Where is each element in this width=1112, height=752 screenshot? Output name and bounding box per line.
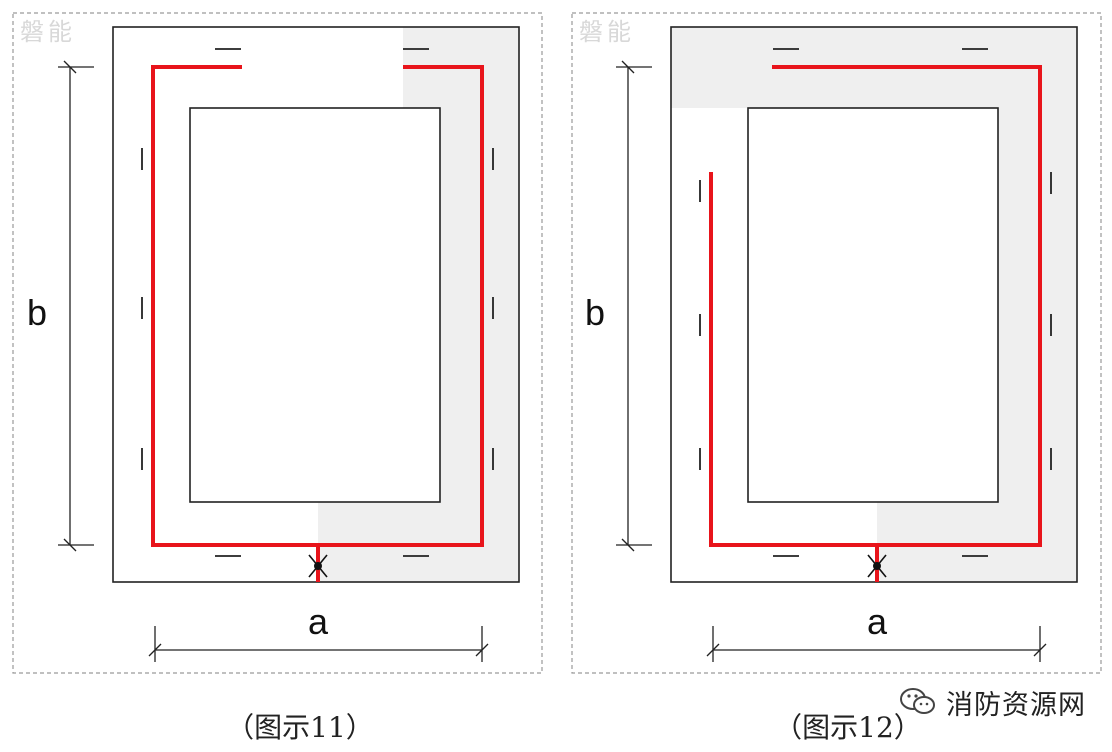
shaded-zone-bottom (318, 502, 519, 582)
dimension-b-label: b (27, 292, 47, 333)
figure-11-caption: （图示11） (226, 711, 374, 744)
dashed-frame (571, 12, 1102, 674)
dashed-frame (12, 12, 543, 674)
junction-cross-icon (308, 554, 328, 578)
outer-rectangle (670, 26, 1078, 583)
corner-logo-mark: 磐能 (20, 18, 76, 46)
figure-12-caption: （图示12） (774, 711, 922, 744)
watermark: 消防资源网 (898, 680, 1108, 724)
watermark-text: 消防资源网 (946, 689, 1086, 721)
shaded-zone-right (998, 27, 1077, 582)
tick-marks (699, 48, 1052, 557)
dimension-a (148, 626, 489, 662)
inner-rectangle (747, 107, 999, 503)
dimension-a (706, 626, 1047, 662)
dimension-b (616, 60, 652, 552)
red-loop-line (709, 65, 1042, 547)
figure-11: 磐能 (12, 12, 543, 674)
corner-logo-mark: 磐能 (579, 18, 635, 46)
tick-marks (141, 48, 494, 557)
junction-cross-icon (867, 554, 887, 578)
figure-12: 磐能 (571, 12, 1102, 674)
dimension-a-label: a (308, 601, 329, 642)
dimension-b-label: b (585, 292, 605, 333)
wechat-icon (900, 688, 935, 714)
dimension-b (58, 60, 94, 552)
shaded-zone-bottom (877, 502, 1077, 582)
dimension-a-label: a (867, 601, 888, 642)
inner-rectangle (189, 107, 441, 503)
